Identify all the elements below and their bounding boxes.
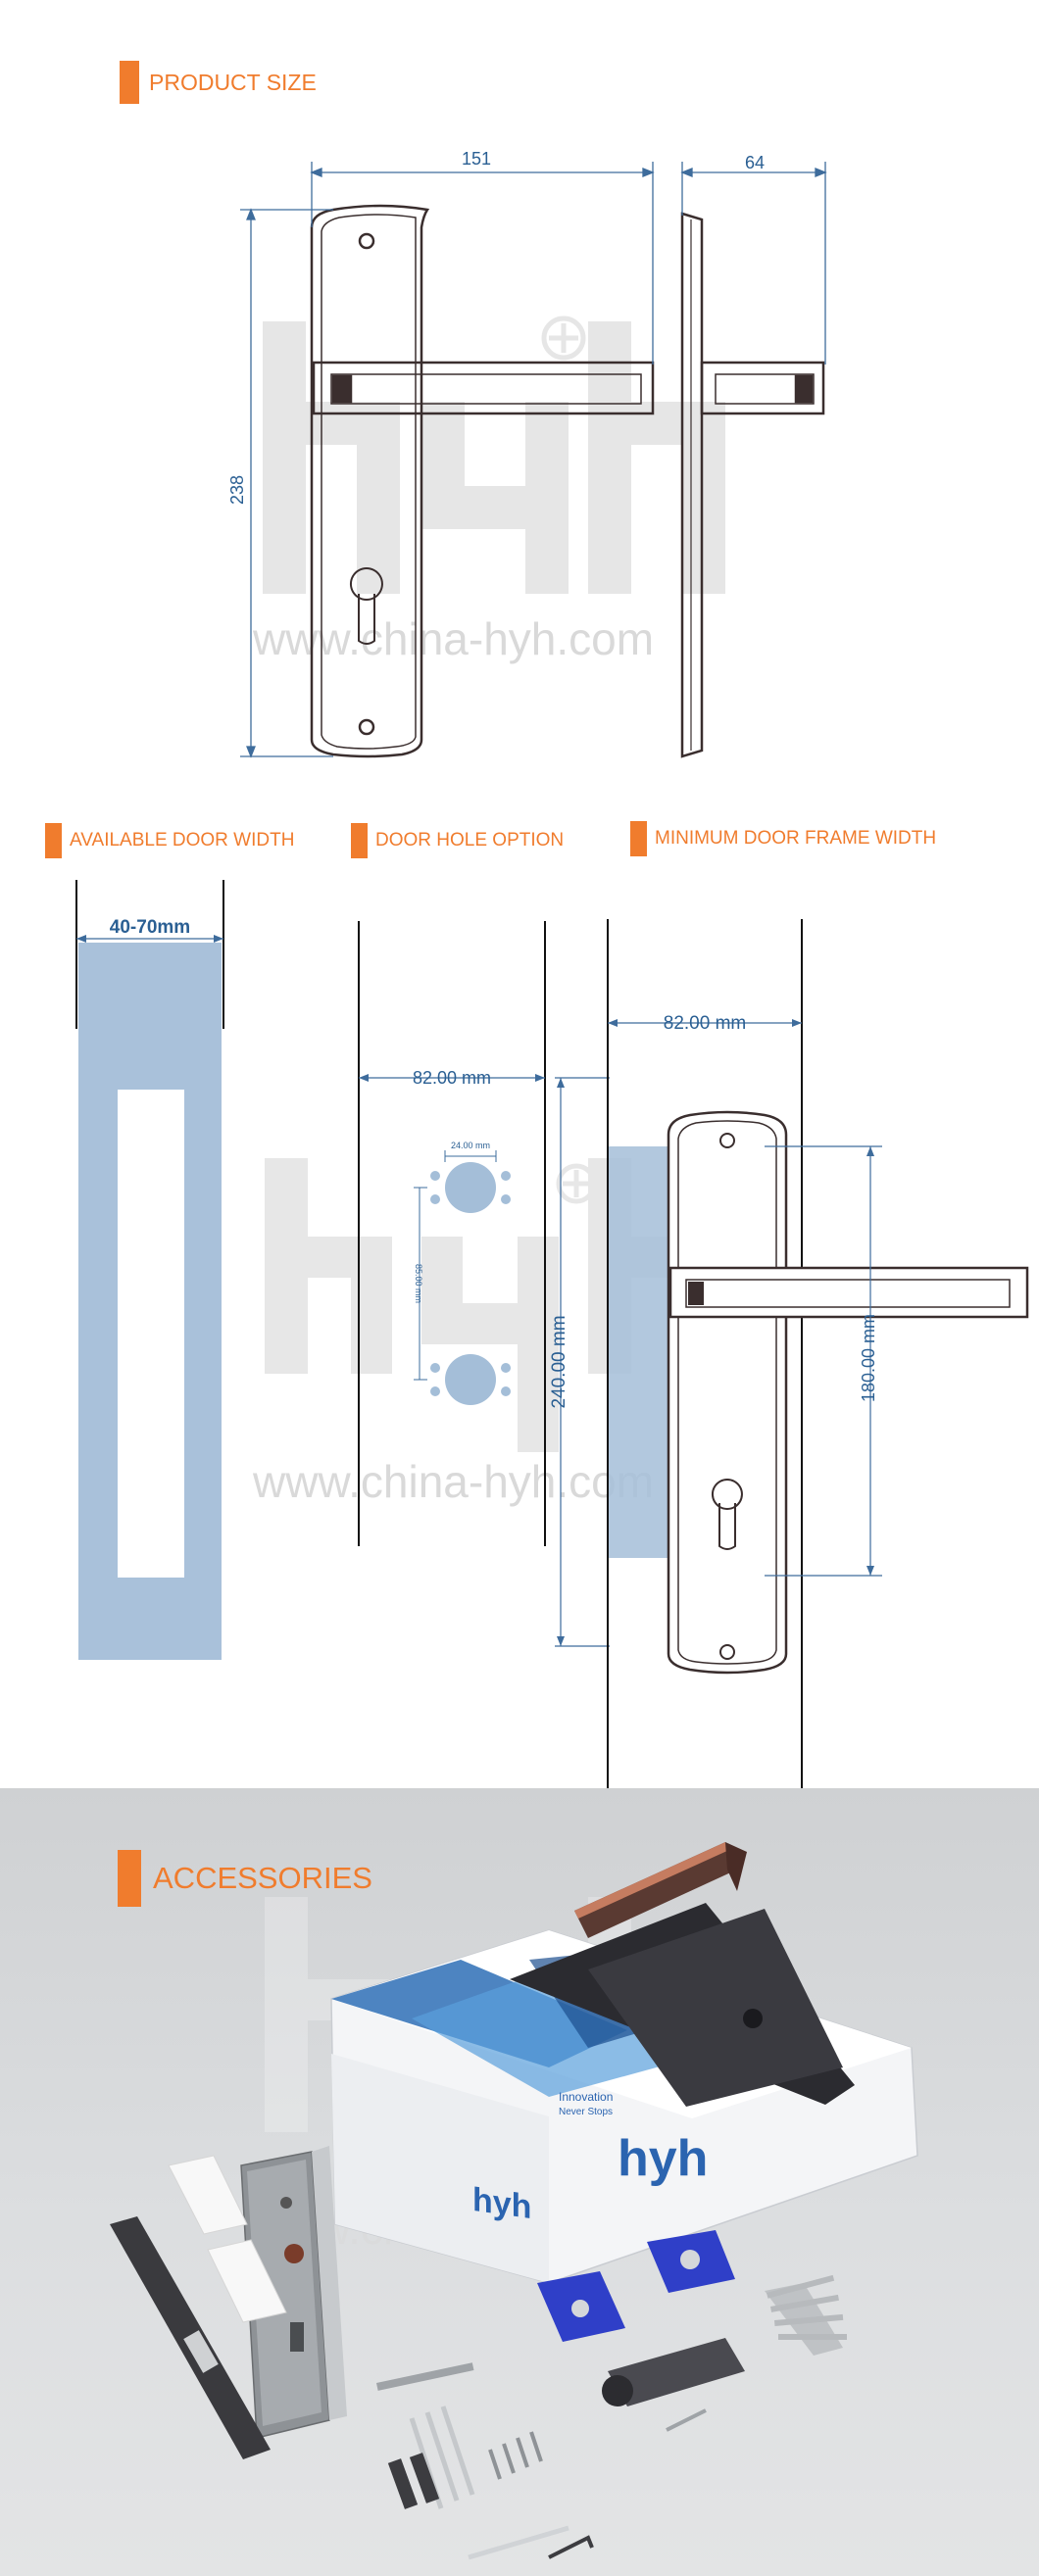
keys	[767, 2274, 847, 2340]
hole-spacing-v-label: 85.00 mm	[414, 1264, 423, 1303]
title-accent-bar	[120, 61, 139, 104]
hole-diameter-label: 24.00 mm	[451, 1141, 490, 1150]
depth-label: 64	[745, 153, 765, 172]
handle-height-label: 180.00 mm	[859, 1314, 878, 1402]
mortise-lock	[240, 2146, 347, 2439]
width-label: 151	[462, 149, 491, 169]
strike-box	[168, 2155, 287, 2323]
hole-spacing-h-label: 82.00 mm	[413, 1068, 491, 1088]
title-accent-bar	[118, 1850, 141, 1907]
available-door-width-title: AVAILABLE DOOR WIDTH	[45, 823, 294, 858]
watermark-url-middle: www.china-hyh.com	[252, 1456, 654, 1507]
door-width-diagram	[75, 880, 224, 1660]
box-tagline-2: Never Stops	[559, 2107, 613, 2117]
minimum-door-frame-width-title: MINIMUM DOOR FRAME WIDTH	[630, 821, 936, 856]
blue-gaskets	[537, 2230, 735, 2342]
box-logo-front: hyh	[618, 2130, 708, 2187]
door-hole-option-title: DOOR HOLE OPTION	[351, 823, 564, 858]
product-dimension-lines	[240, 162, 827, 758]
height-label: 238	[227, 475, 247, 505]
frame-width-label: 82.00 mm	[664, 1013, 746, 1034]
box-logo-side: hyh	[472, 2181, 531, 2226]
watermark-logo-top	[263, 316, 725, 594]
box-tagline-1: Innovation	[559, 2090, 613, 2104]
watermark-url-top: www.china-hyh.com	[252, 613, 654, 664]
plate-length-label: 240.00 mm	[549, 1315, 569, 1408]
lever-handle-product	[510, 1842, 855, 2107]
product-size-title: PRODUCT SIZE	[120, 61, 317, 104]
door-hole-diagram	[358, 921, 610, 1647]
door-frame-diagram	[607, 919, 1029, 1788]
door-width-label: 40-70mm	[110, 917, 190, 938]
front-view	[310, 204, 655, 758]
strike-plate	[110, 2216, 271, 2459]
screws-and-tools	[375, 2362, 707, 2560]
side-view	[680, 212, 825, 758]
title-accent-bar	[630, 821, 647, 856]
accessories-title: ACCESSORIES	[118, 1850, 372, 1907]
title-accent-bar	[45, 823, 62, 858]
title-accent-bar	[351, 823, 368, 858]
